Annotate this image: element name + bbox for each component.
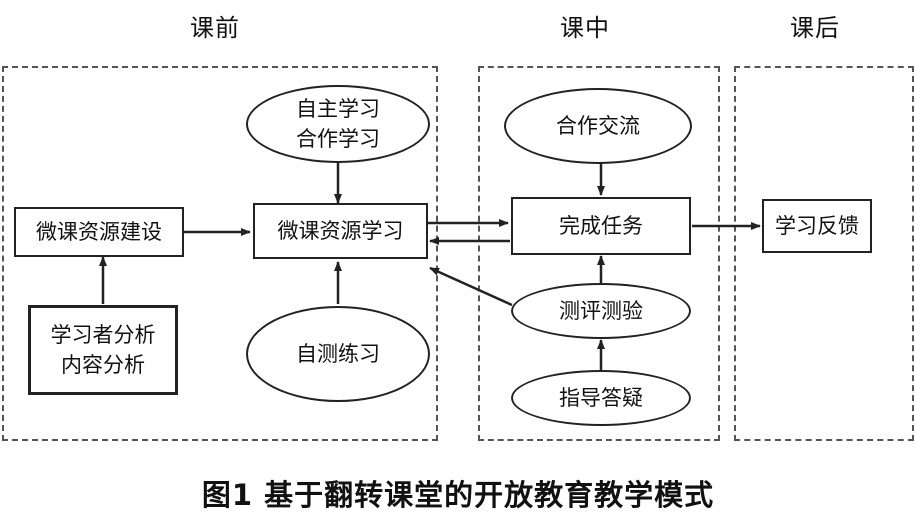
phase-title-before-class: 课前 <box>190 14 240 42</box>
node-guidance-qa: 指导答疑 <box>511 370 691 426</box>
region-before-class <box>2 66 438 441</box>
node-resource-learning: 微课资源学习 <box>253 203 428 259</box>
phase-title-after-class: 课后 <box>790 14 840 42</box>
phase-title-in-class: 课中 <box>560 14 610 42</box>
node-learning-feedback: 学习反馈 <box>762 199 872 253</box>
region-in-class <box>478 66 720 441</box>
node-learner-content-analysis: 学习者分析 内容分析 <box>28 305 178 395</box>
node-cooperative-exchange: 合作交流 <box>504 88 692 164</box>
arrow-evaluation-to-learning <box>429 266 513 307</box>
region-after-class <box>734 66 914 441</box>
node-evaluation-test: 测评测验 <box>511 283 691 339</box>
node-autonomous-cooperative-learning: 自主学习 合作学习 <box>246 85 430 163</box>
node-complete-tasks: 完成任务 <box>511 197 691 255</box>
node-resource-building: 微课资源建设 <box>14 207 184 257</box>
node-self-test-practice: 自测练习 <box>246 306 430 402</box>
figure-caption: 图1 基于翻转课堂的开放教育教学模式 <box>201 478 715 512</box>
